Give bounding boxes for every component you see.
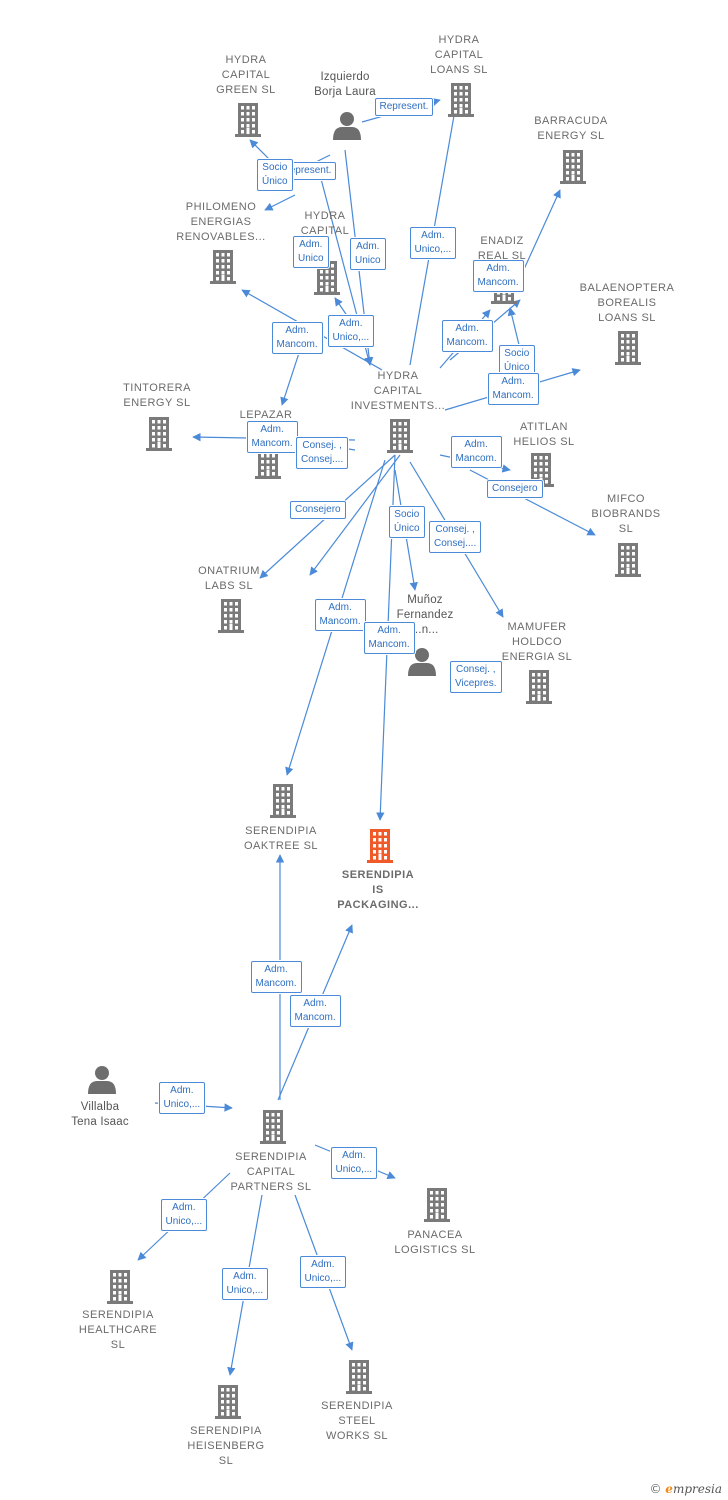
- company-name-label[interactable]: HYDRA CAPITAL INVESTMENTS...: [350, 370, 446, 412]
- company-icon[interactable]: [615, 543, 641, 577]
- relation-label[interactable]: Adm. Unico,...: [330, 1147, 378, 1179]
- relation-label[interactable]: Adm. Unico,...: [299, 1256, 347, 1288]
- person-name-label[interactable]: Villalba Tena Isaac: [71, 1101, 129, 1128]
- relation-label[interactable]: Adm. Unico,...: [160, 1199, 208, 1231]
- relation-label[interactable]: Adm. Mancom.: [314, 599, 366, 631]
- relation-label[interactable]: Consej. , Consej....: [429, 521, 482, 553]
- company-name-label[interactable]: SERENDIPIA HEISENBERG SL: [187, 1425, 265, 1467]
- person-icon[interactable]: [333, 112, 361, 140]
- company-icon[interactable]: [615, 331, 641, 365]
- company-name-label[interactable]: BALAENOPTERA BOREALIS LOANS SL: [579, 282, 675, 324]
- relation-label[interactable]: Adm. Mancom.: [472, 260, 524, 292]
- relation-label[interactable]: Adm. Mancom.: [250, 961, 302, 993]
- company-name-label[interactable]: BARRACUDA ENERGY SL: [534, 115, 608, 142]
- company-name-label[interactable]: HYDRA CAPITAL LOANS SL: [430, 34, 488, 76]
- company-icon[interactable]: [235, 103, 261, 137]
- person-icon[interactable]: [408, 648, 436, 676]
- relation-label[interactable]: Consejero: [290, 501, 346, 519]
- company-name-label[interactable]: HYDRA CAPITAL GREEN SL: [216, 54, 276, 96]
- company-icon[interactable]: [260, 1110, 286, 1144]
- relation-edge: [264, 194, 296, 211]
- relation-label[interactable]: Adm. Unico,...: [221, 1268, 269, 1300]
- relation-label[interactable]: Adm. Unico,...: [327, 315, 375, 347]
- relation-label[interactable]: Adm. Unico: [293, 236, 329, 268]
- company-name-label[interactable]: SERENDIPIA IS PACKAGING...: [337, 869, 419, 911]
- company-icon[interactable]: [146, 417, 172, 451]
- company-icon[interactable]: [218, 599, 244, 633]
- company-icon[interactable]: [314, 261, 340, 295]
- company-name-label[interactable]: ATITLAN HELIOS SL: [513, 421, 575, 448]
- company-icon[interactable]: [387, 419, 413, 453]
- company-icon[interactable]: [107, 1270, 133, 1304]
- company-icon[interactable]: [270, 784, 296, 818]
- brand-logo-initial: e: [665, 1482, 673, 1496]
- company-icon[interactable]: [526, 670, 552, 704]
- company-name-label[interactable]: ONATRIUM LABS SL: [198, 565, 260, 592]
- company-icon[interactable]: [424, 1188, 450, 1222]
- relation-label[interactable]: Adm. Unico: [350, 238, 386, 270]
- company-name-label[interactable]: SERENDIPIA OAKTREE SL: [243, 825, 319, 852]
- company-name-label[interactable]: ENADIZ REAL SL: [477, 235, 527, 262]
- company-icon[interactable]: [215, 1385, 241, 1419]
- company-icon[interactable]: [210, 250, 236, 284]
- company-icon[interactable]: [560, 150, 586, 184]
- company-name-label[interactable]: TINTORERA ENERGY SL: [123, 382, 191, 409]
- company-name-label[interactable]: SERENDIPIA CAPITAL PARTNERS SL: [230, 1151, 312, 1193]
- focus-company-icon[interactable]: [367, 829, 393, 863]
- relation-edge: [309, 454, 401, 576]
- relation-label[interactable]: Socio Único: [389, 506, 425, 538]
- company-icon[interactable]: [346, 1360, 372, 1394]
- relation-label[interactable]: Consejero: [487, 480, 543, 498]
- relation-label[interactable]: Adm. Unico,...: [409, 227, 457, 259]
- copyright-icon: ©: [649, 1482, 662, 1496]
- company-name-label[interactable]: SERENDIPIA STEEL WORKS SL: [321, 1400, 393, 1442]
- relation-label[interactable]: Adm. Mancom.: [289, 995, 341, 1027]
- company-name-label[interactable]: MAMUFER HOLDCO ENERGIA SL: [501, 621, 573, 663]
- company-name-label[interactable]: SERENDIPIA HEALTHCARE SL: [78, 1309, 158, 1351]
- relation-label[interactable]: Consej. , Vicepres.: [450, 661, 502, 693]
- person-name-label[interactable]: Izquierdo Borja Laura: [314, 71, 376, 98]
- relation-label[interactable]: Represent.: [374, 98, 434, 116]
- person-icon[interactable]: [88, 1066, 116, 1094]
- relation-label[interactable]: Socio Único: [499, 345, 535, 377]
- relation-edge: [280, 349, 301, 406]
- company-name-label[interactable]: MIFCO BIOBRANDS SL: [591, 493, 661, 535]
- relation-label[interactable]: Adm. Mancom.: [271, 322, 323, 354]
- relation-label[interactable]: Adm. Unico,...: [158, 1082, 206, 1114]
- relation-label[interactable]: Adm. Mancom.: [487, 373, 539, 405]
- company-name-label[interactable]: PHILOMENO ENERGIAS RENOVABLES...: [176, 201, 266, 243]
- company-icon[interactable]: [448, 83, 474, 117]
- company-name-label[interactable]: PANACEA LOGISTICS SL: [394, 1229, 476, 1256]
- relation-label[interactable]: Socio Único: [257, 159, 293, 191]
- relation-label[interactable]: Adm. Mancom.: [246, 421, 298, 453]
- copyright-notice: © empresia: [649, 1482, 722, 1496]
- relation-label[interactable]: Adm. Mancom.: [450, 436, 502, 468]
- brand-logo-text: mpresia: [672, 1482, 722, 1496]
- relation-label[interactable]: Adm. Mancom.: [363, 622, 415, 654]
- relation-label[interactable]: Adm. Mancom.: [441, 320, 493, 352]
- person-name-label[interactable]: Muñoz Fernandez ...n...: [396, 594, 454, 636]
- relation-label[interactable]: Consej. , Consej....: [296, 437, 349, 469]
